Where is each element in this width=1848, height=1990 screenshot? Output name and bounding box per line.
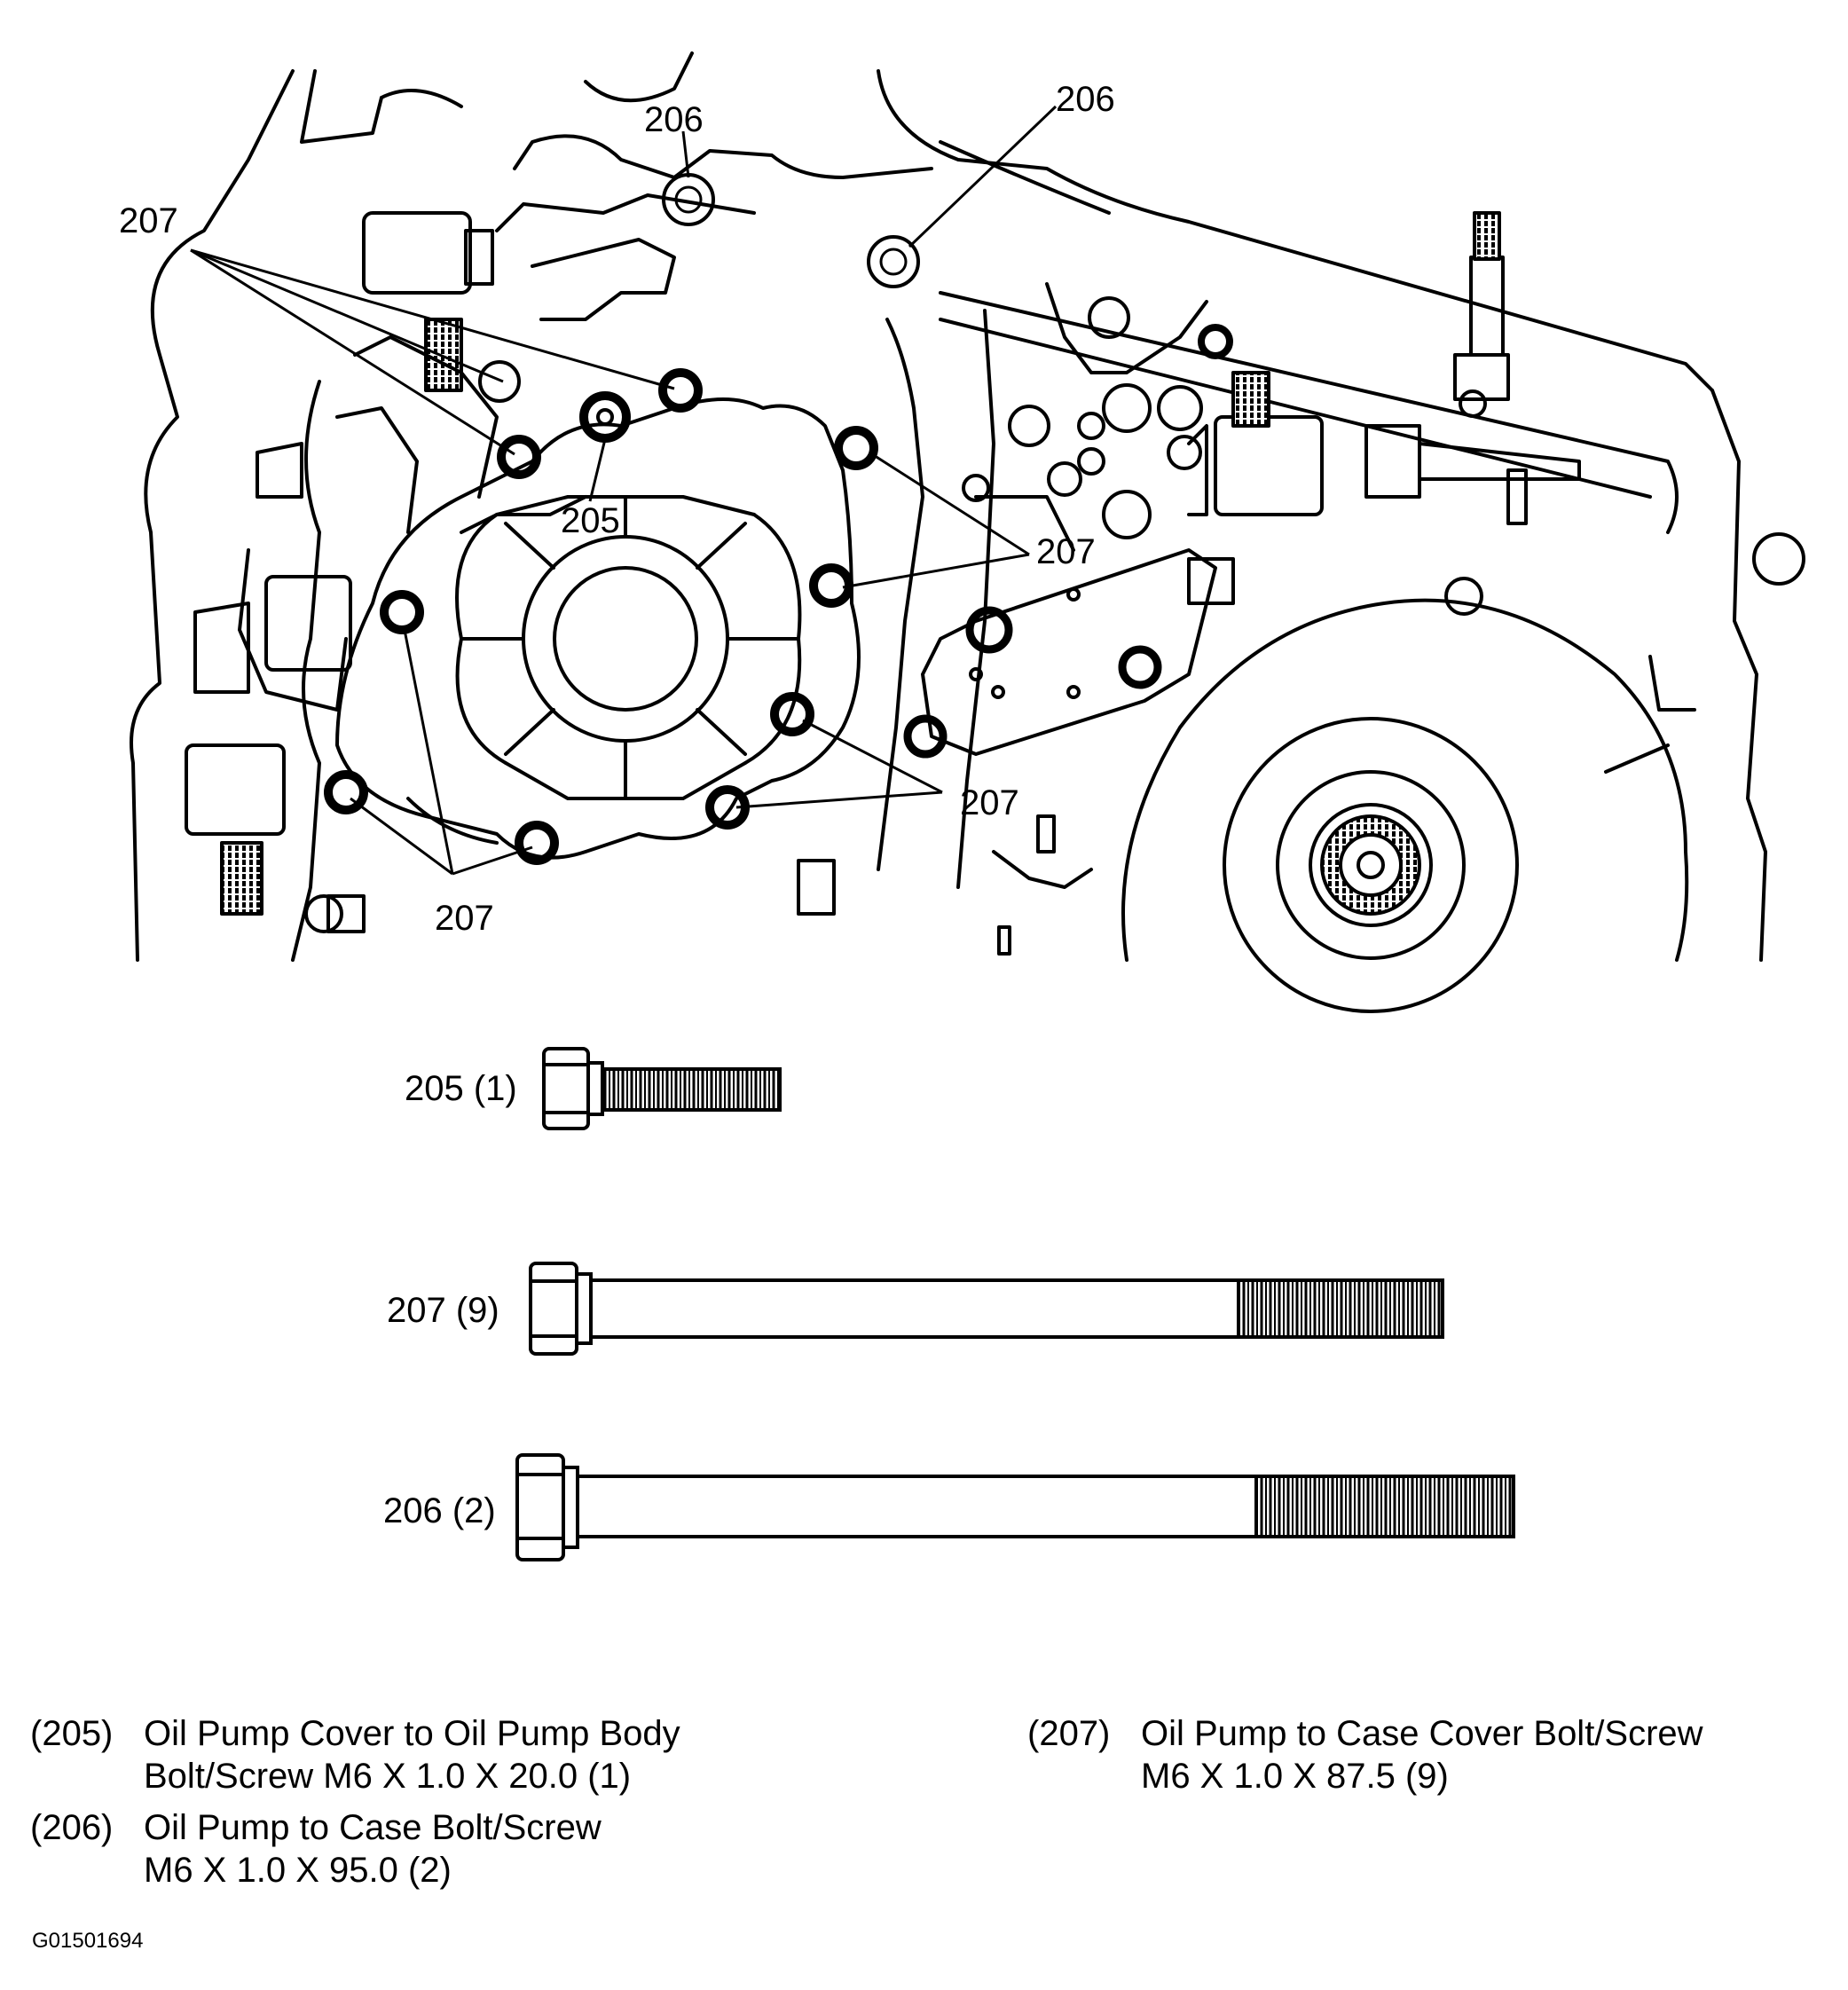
legend-205-line2: Bolt/Screw M6 X 1.0 X 20.0 (1) [144,1757,632,1796]
legend-206-line2: M6 X 1.0 X 95.0 (2) [144,1851,452,1890]
legend-206-number: (206) [30,1808,114,1847]
bolt-206-b [867,235,920,288]
bolt-heads [304,173,1483,933]
bolt-206-illustration [515,1453,1515,1561]
bolt-205-label: 205 (1) [405,1069,517,1108]
callout-207-bottom: 207 [435,899,494,938]
bolt-207-label: 207 (9) [387,1291,499,1330]
legend-205-number: (205) [30,1714,114,1753]
callout-205-center: 205 [561,501,620,540]
bolt-206-label: 206 (2) [383,1491,496,1530]
figure-id: G01501694 [32,1929,144,1953]
legend-207-number: (207) [1027,1714,1111,1753]
legend-207: (207) Oil Pump to Case Cover Bolt/Screw … [1027,1712,1790,1801]
bolts-207 [324,368,878,865]
case-bolts [304,296,1483,933]
leader-lines [190,105,1058,876]
transmission-case-outline [130,51,1805,1013]
legend-206: (206) Oil Pump to Case Bolt/Screw M6 X 1… [30,1806,740,1895]
callout-207-right: 207 [1036,532,1096,571]
bolt-205 [579,391,631,443]
legend-205-line1: Oil Pump Cover to Oil Pump Body [144,1714,680,1753]
legend-206-line1: Oil Pump to Case Bolt/Screw [144,1808,602,1847]
callout-206-top-right: 206 [1056,80,1115,119]
callout-207-upper-left: 207 [119,201,178,240]
legend-205: (205) Oil Pump Cover to Oil Pump Body Bo… [30,1712,740,1801]
bolt-205-illustration [542,1047,782,1130]
legend-207-line1: Oil Pump to Case Cover Bolt/Screw [1141,1714,1703,1753]
bolt-207-illustration [529,1262,1444,1356]
callout-207-lower-right: 207 [960,783,1019,822]
legend-207-line2: M6 X 1.0 X 87.5 (9) [1141,1757,1449,1796]
callout-206-top-left: 206 [644,100,704,139]
